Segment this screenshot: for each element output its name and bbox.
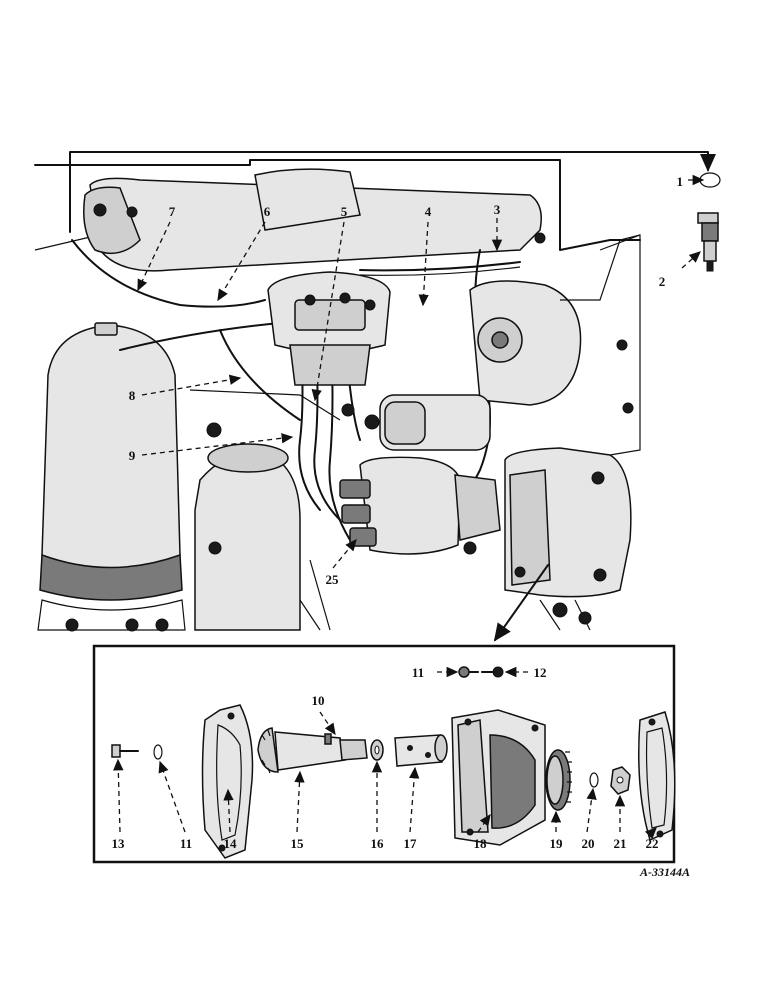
callout-15: 15 <box>291 836 305 851</box>
callout-10: 10 <box>312 693 325 708</box>
figure-code: A-33144A <box>639 865 690 879</box>
callout-21: 21 <box>614 836 627 851</box>
bushing-icon <box>394 734 448 767</box>
callout-5: 5 <box>341 204 348 219</box>
drive-shaft-icon <box>257 727 368 774</box>
callout-25: 25 <box>326 572 340 587</box>
callout-11-bottom: 11 <box>180 836 192 851</box>
callout-19: 19 <box>550 836 564 851</box>
gasket-icon <box>201 704 254 859</box>
gear-icon <box>545 749 572 811</box>
callout-9: 9 <box>129 448 136 463</box>
callout-12: 12 <box>534 665 547 680</box>
callout-2: 2 <box>659 274 666 289</box>
callout-20: 20 <box>582 836 595 851</box>
callout-13: 13 <box>112 836 126 851</box>
callout-8: 8 <box>129 388 136 403</box>
callout-16: 16 <box>371 836 385 851</box>
callout-22: 22 <box>646 836 659 851</box>
callout-3: 3 <box>494 202 501 217</box>
callout-18: 18 <box>474 836 488 851</box>
callout-6: 6 <box>264 204 271 219</box>
callout-14: 14 <box>224 836 238 851</box>
callout-11-top: 11 <box>412 665 424 680</box>
callout-1: 1 <box>677 174 684 189</box>
callout-4: 4 <box>425 204 432 219</box>
spark-plug-icon <box>697 212 719 272</box>
exploded-view-inset <box>92 644 676 864</box>
engine-illustration <box>34 151 721 642</box>
housing-gasket-icon <box>638 711 676 842</box>
callout-7: 7 <box>169 204 176 219</box>
drive-housing-icon <box>451 709 546 846</box>
callout-17: 17 <box>404 836 418 851</box>
